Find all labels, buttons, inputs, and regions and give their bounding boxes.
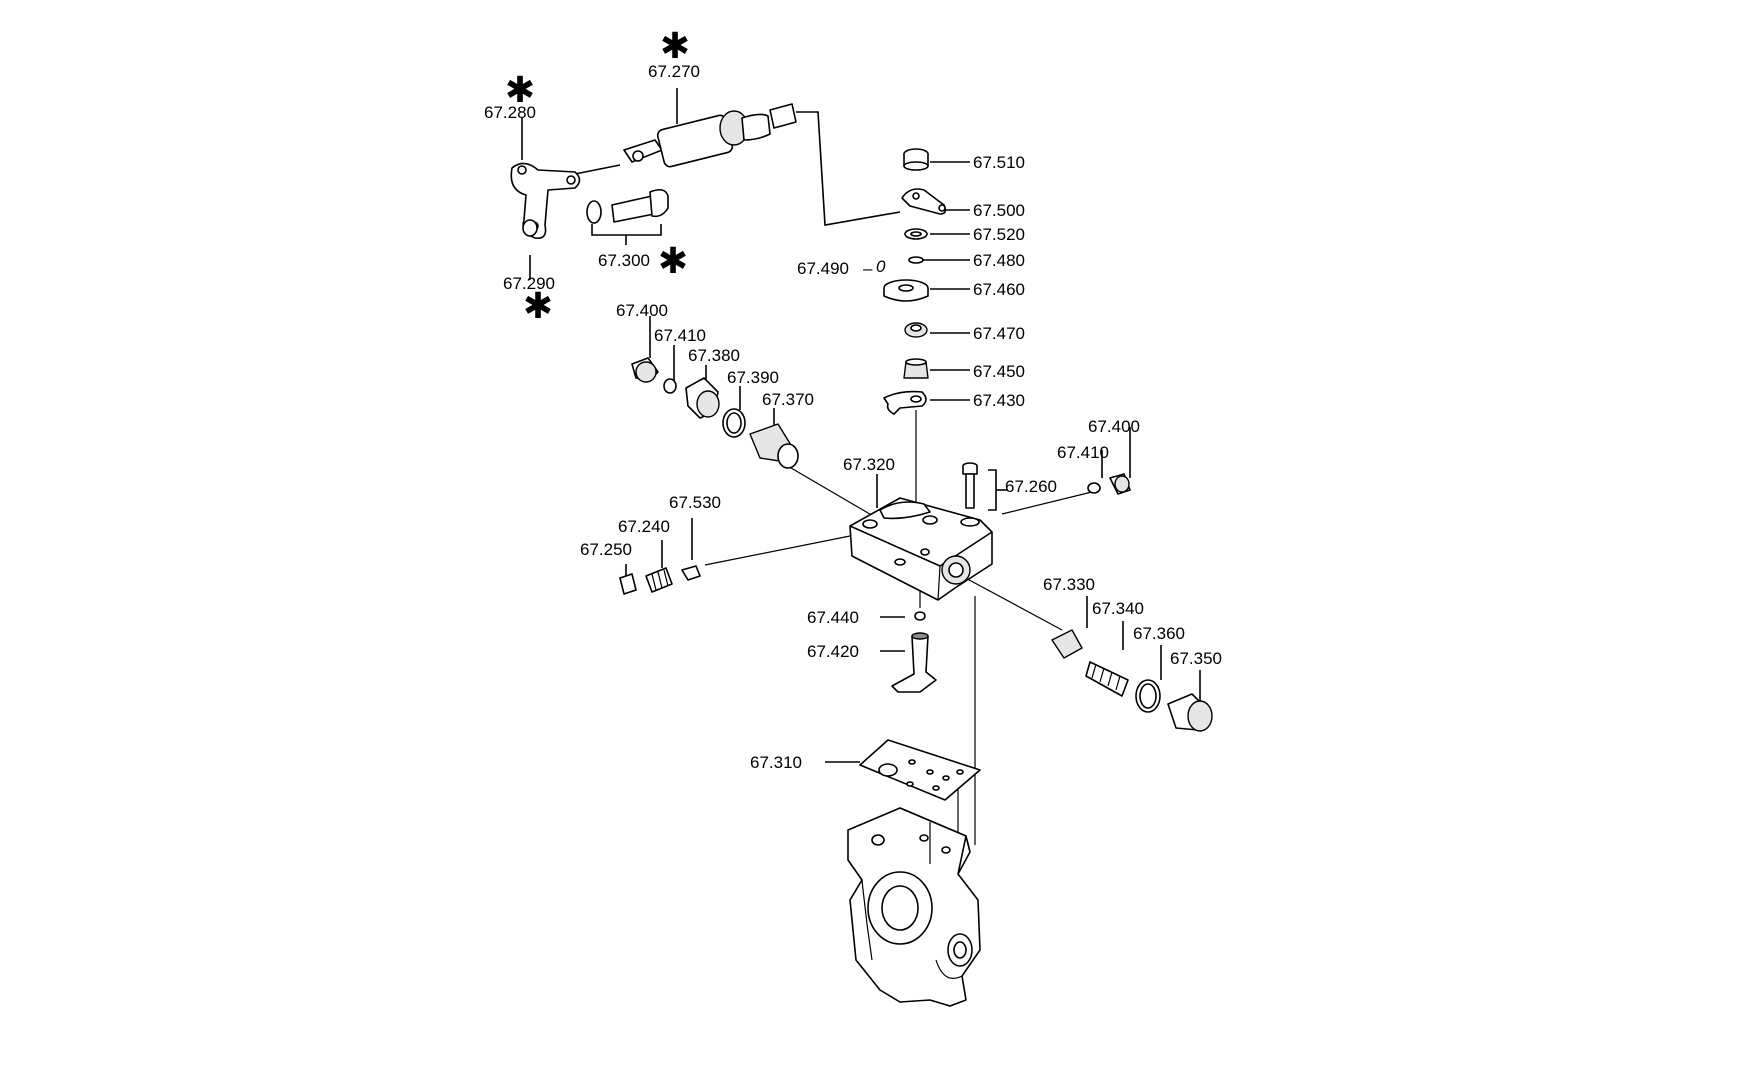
label-67370: 67.370 bbox=[762, 390, 814, 409]
label-67290: 67.290 bbox=[503, 274, 555, 293]
label-67470: 67.470 bbox=[973, 324, 1025, 343]
label-67460: 67.460 bbox=[973, 280, 1025, 299]
asterisks: ✱ ✱ ✱ ✱ bbox=[505, 26, 690, 327]
right-plug bbox=[1087, 473, 1131, 495]
label-67490-dash: – bbox=[863, 259, 873, 278]
left-valve-group bbox=[631, 357, 799, 469]
label-67360: 67.360 bbox=[1133, 624, 1185, 643]
label-67510: 67.510 bbox=[973, 153, 1025, 172]
label-67270: 67.270 bbox=[648, 62, 700, 81]
label-67320: 67.320 bbox=[843, 455, 895, 474]
label-67480: 67.480 bbox=[973, 251, 1025, 270]
label-67260: 67.260 bbox=[1005, 477, 1057, 496]
asterisk-67270: ✱ bbox=[660, 26, 690, 67]
label-67400-left: 67.400 bbox=[616, 301, 668, 320]
leader-lines bbox=[521, 88, 1201, 845]
label-67380: 67.380 bbox=[688, 346, 740, 365]
label-67430: 67.430 bbox=[973, 391, 1025, 410]
label-67400-right: 67.400 bbox=[1088, 417, 1140, 436]
part-labels: 67.270 67.280 67.290 67.300 67.510 67.50… bbox=[484, 62, 1222, 772]
bolt-part-67300 bbox=[586, 188, 669, 224]
cylinder-part bbox=[623, 103, 797, 168]
stack-parts bbox=[883, 148, 947, 415]
asterisk-67280: ✱ bbox=[505, 70, 535, 111]
label-67250: 67.250 bbox=[580, 540, 632, 559]
gearbox-housing bbox=[847, 807, 981, 1007]
label-67520: 67.520 bbox=[973, 225, 1025, 244]
label-67450: 67.450 bbox=[973, 362, 1025, 381]
label-67340: 67.340 bbox=[1092, 599, 1144, 618]
label-67420: 67.420 bbox=[807, 642, 859, 661]
right-valve-group bbox=[1051, 629, 1213, 732]
label-67410-left: 67.410 bbox=[654, 326, 706, 345]
label-67280: 67.280 bbox=[484, 103, 536, 122]
label-67390: 67.390 bbox=[727, 368, 779, 387]
label-67500: 67.500 bbox=[973, 201, 1025, 220]
label-67350: 67.350 bbox=[1170, 649, 1222, 668]
label-67240: 67.240 bbox=[618, 517, 670, 536]
valve-housing bbox=[849, 497, 993, 601]
arm-part bbox=[510, 162, 581, 240]
asterisk-67290: ✱ bbox=[523, 286, 553, 327]
left-spring-group bbox=[619, 565, 701, 595]
label-67530: 67.530 bbox=[669, 493, 721, 512]
label-67440: 67.440 bbox=[807, 608, 859, 627]
lower-stem bbox=[891, 611, 937, 693]
bolt-67260 bbox=[960, 462, 980, 527]
gasket-plate bbox=[859, 739, 981, 801]
label-67490: 67.490 bbox=[797, 259, 849, 278]
label-67330: 67.330 bbox=[1043, 575, 1095, 594]
o-ring-symbol: 0 bbox=[876, 257, 886, 276]
label-67310: 67.310 bbox=[750, 753, 802, 772]
label-67410-right: 67.410 bbox=[1057, 443, 1109, 462]
asterisk-67300: ✱ bbox=[658, 241, 688, 282]
label-67300: 67.300 bbox=[598, 251, 650, 270]
